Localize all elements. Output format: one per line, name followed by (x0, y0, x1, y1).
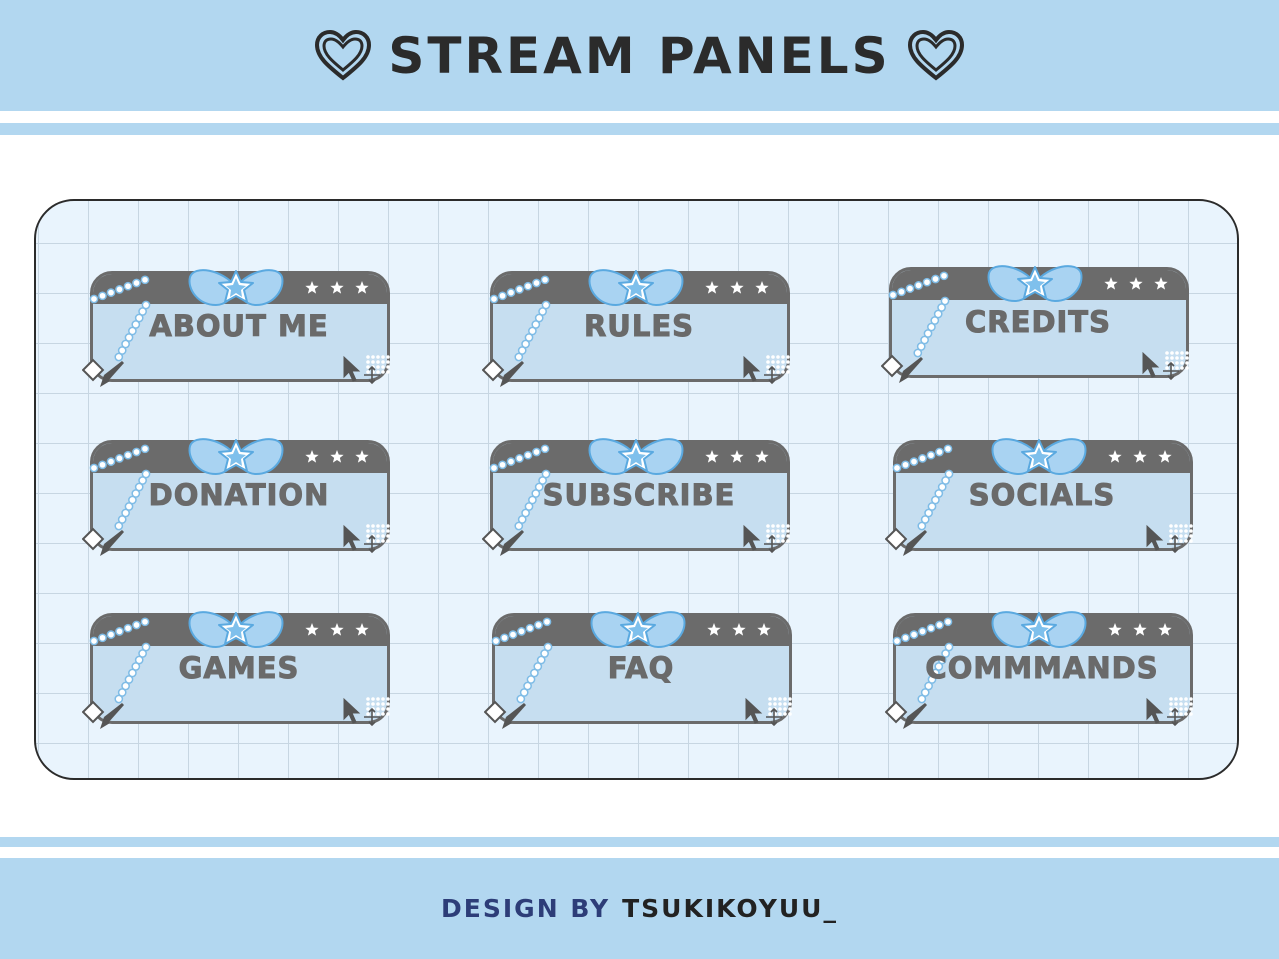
star-icon (705, 281, 769, 294)
panel-label: RULES (583, 309, 695, 344)
credit-prefix: DESIGN BY (441, 894, 611, 923)
star-icon (1108, 623, 1172, 636)
bow-icon (588, 269, 684, 307)
footer-stripe (0, 837, 1279, 847)
panel-commmands[interactable]: COMMMANDS (885, 611, 1195, 729)
star-icon (707, 623, 771, 636)
header: STREAM PANELS (0, 0, 1279, 111)
panel-label: SUBSCRIBE (542, 478, 736, 513)
cursor-icon (743, 524, 790, 554)
pen-tool-icon (885, 527, 927, 556)
move-arrows-icon (1163, 361, 1179, 381)
header-band (0, 0, 1279, 111)
pen-tool-icon (484, 700, 526, 729)
move-arrows-icon (364, 365, 380, 385)
bow-icon (588, 438, 684, 476)
footer: DESIGN BY TSUKIKOYUU_ (0, 858, 1279, 959)
cursor-icon (745, 697, 792, 727)
panel-label: ABOUT ME (149, 309, 329, 344)
panel-socials[interactable]: SOCIALS (885, 438, 1195, 556)
move-arrows-icon (364, 534, 380, 554)
bow-icon (991, 438, 1087, 476)
cursor-icon (1142, 351, 1189, 381)
move-arrows-icon (1167, 534, 1183, 554)
bead-chain-decoration (892, 444, 954, 531)
cursor-icon (343, 355, 390, 385)
panel-subscribe[interactable]: SUBSCRIBE (482, 438, 792, 556)
cursor-icon (743, 355, 790, 385)
cursor-icon (1146, 697, 1193, 727)
page-title: STREAM PANELS (388, 26, 891, 85)
bead-chain-decoration (89, 617, 151, 704)
bow-icon (188, 438, 284, 476)
move-arrows-icon (1167, 707, 1183, 727)
panel-rules[interactable]: RULES (482, 269, 792, 387)
star-icon (705, 450, 769, 463)
heart-outline-icon (315, 29, 372, 81)
star-icon (1108, 450, 1172, 463)
panel-about-me[interactable]: ABOUT ME (82, 269, 392, 387)
panel-label: CREDITS (965, 305, 1111, 340)
cursor-icon (1146, 524, 1193, 554)
panel-label: SOCIALS (968, 478, 1116, 513)
move-arrows-icon (764, 534, 780, 554)
credit-name: TSUKIKOYUU_ (622, 894, 838, 923)
star-icon (305, 281, 369, 294)
bead-chain-decoration (489, 275, 551, 362)
move-arrows-icon (764, 365, 780, 385)
bead-chain-decoration (89, 444, 151, 531)
panel-credits[interactable]: CREDITS (881, 265, 1191, 383)
star-icon (305, 623, 369, 636)
move-arrows-icon (364, 707, 380, 727)
bead-chain-decoration (888, 271, 950, 358)
bead-chain-decoration (489, 444, 551, 531)
panel-label: FAQ (607, 651, 675, 686)
bow-icon (991, 611, 1087, 649)
panel-games[interactable]: GAMES (82, 611, 392, 729)
pen-tool-icon (885, 700, 927, 729)
panel-donation[interactable]: DONATION (82, 438, 392, 556)
star-icon (305, 450, 369, 463)
star-icon (1104, 277, 1168, 290)
panel-faq[interactable]: FAQ (484, 611, 794, 729)
bow-icon (188, 269, 284, 307)
pen-tool-icon (82, 527, 124, 556)
pen-tool-icon (82, 700, 124, 729)
move-arrows-icon (766, 707, 782, 727)
panel-label: DONATION (148, 478, 330, 513)
pen-tool-icon (82, 358, 124, 387)
header-stripe (0, 123, 1279, 135)
bead-chain-decoration (491, 617, 553, 704)
heart-outline-icon (907, 29, 964, 81)
bow-icon (188, 611, 284, 649)
cursor-icon (343, 524, 390, 554)
pen-tool-icon (881, 354, 923, 383)
bead-chain-decoration (892, 617, 954, 704)
bow-icon (590, 611, 686, 649)
bow-icon (987, 265, 1083, 303)
pen-tool-icon (482, 358, 524, 387)
panel-label: COMMMANDS (925, 651, 1159, 686)
panel-label: GAMES (178, 651, 300, 686)
pen-tool-icon (482, 527, 524, 556)
panel-board: ABOUT ME RULES CREDITS DONATION SUBSCRIB… (34, 199, 1239, 780)
bead-chain-decoration (89, 275, 151, 362)
cursor-icon (343, 697, 390, 727)
